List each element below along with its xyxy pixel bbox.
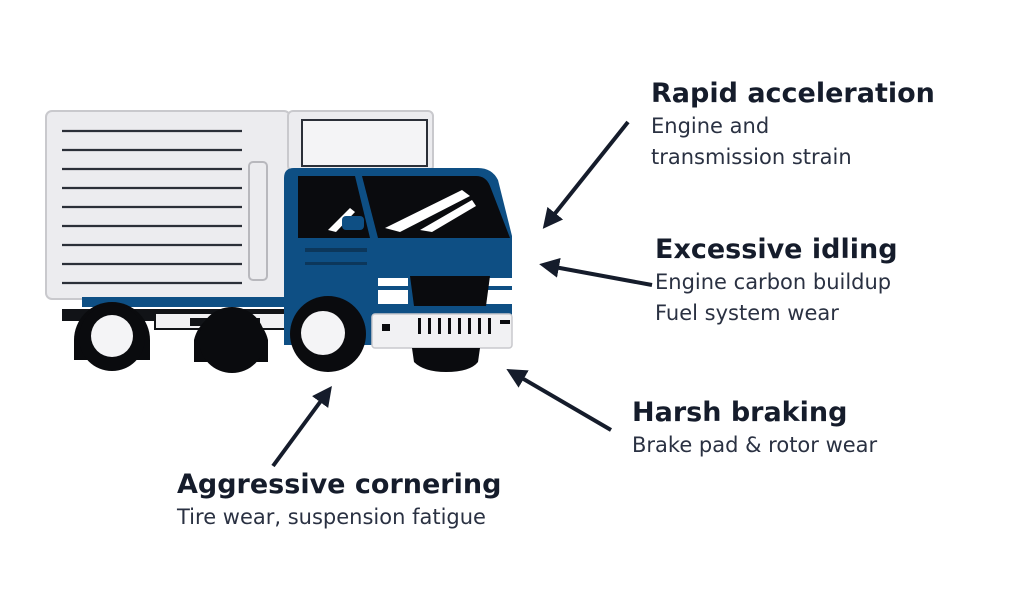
callout-desc-line: Fuel system wear (655, 301, 839, 325)
callout-harsh-braking: Harsh braking Brake pad & rotor wear (632, 396, 877, 461)
callout-desc-line: Engine and (651, 114, 770, 138)
callout-title: Excessive idling (655, 234, 898, 265)
wheels (74, 296, 480, 373)
callout-aggressive-cornering: Aggressive cornering Tire wear, suspensi… (177, 468, 501, 533)
callout-desc-line: Engine carbon buildup (655, 270, 892, 294)
callout-desc-line: Tire wear, suspension fatigue (177, 505, 486, 529)
callout-title: Aggressive cornering (177, 469, 502, 500)
callout-desc-line: transmission strain (651, 145, 852, 169)
callout-desc-line: Brake pad & rotor wear (632, 433, 878, 457)
callout-excessive-idling: Excessive idling Engine carbon buildup F… (655, 233, 898, 329)
callout-title: Harsh braking (632, 397, 848, 428)
callout-rapid-acceleration: Rapid acceleration Engine and transmissi… (651, 77, 935, 173)
callout-title: Rapid acceleration (651, 78, 935, 109)
cargo-box (45, 110, 434, 300)
